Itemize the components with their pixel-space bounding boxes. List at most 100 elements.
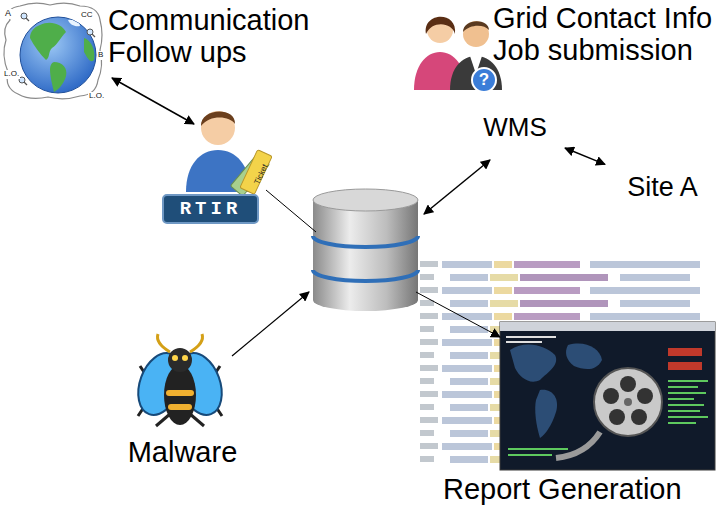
- puzzle-piece: Grid Contact Info Job submissionWMS Site …: [335, 0, 727, 235]
- flow-arrows: [266, 190, 316, 232]
- report-screenshot: [668, 416, 708, 418]
- malware-bug-icon: [172, 355, 178, 361]
- question-mark: ?: [479, 68, 489, 92]
- report-screenshot: [508, 448, 568, 450]
- malware-bug-icon: [190, 414, 204, 426]
- database-icon: [313, 270, 418, 281]
- report-screenshot: [631, 409, 647, 425]
- malware-bug-icon: [190, 334, 203, 352]
- magnifier-icon: [19, 13, 95, 85]
- database-icon: [313, 189, 418, 311]
- report-screenshot: [566, 343, 602, 369]
- report-screenshot: [668, 404, 704, 406]
- puzzle-piece: Report Generation: [410, 250, 727, 515]
- cloud-outline: [611, 153, 714, 226]
- report-screenshot: [624, 398, 632, 406]
- malware-bug-icon: [158, 334, 171, 352]
- ticket-icon: [230, 150, 272, 197]
- people-icon: [463, 21, 489, 47]
- puzzle-outline: [5, 3, 330, 312]
- report-screenshot: [620, 376, 636, 392]
- node-label: Site A: [627, 173, 698, 203]
- people-icon: [414, 17, 502, 92]
- analyst-person-icon: [201, 111, 235, 126]
- flow-arrows: [232, 292, 309, 356]
- report-screenshot: [609, 409, 625, 425]
- node-label: WMS: [483, 113, 547, 142]
- continents: [84, 38, 94, 61]
- analyst-person-icon: [201, 111, 235, 145]
- report-screenshot: [668, 380, 708, 382]
- report-screenshot: [668, 422, 696, 424]
- database-icon: [313, 189, 418, 211]
- report-screenshot: [668, 410, 700, 412]
- ticket-text: Ticket: [252, 162, 272, 186]
- report-screenshot: [508, 454, 552, 456]
- report-screenshot: [637, 388, 653, 404]
- report-screenshot: [420, 258, 720, 470]
- report-screenshot: [510, 345, 556, 382]
- globe: [20, 17, 96, 93]
- label-anchor: L.O.: [88, 84, 105, 102]
- rtir-logo: [163, 195, 258, 223]
- malware-bug-icon: [130, 334, 229, 426]
- label-anchor: RTIR: [163, 195, 258, 223]
- puzzle-outline: [410, 198, 727, 515]
- ticket-icon: [240, 150, 272, 195]
- piece-heading: Communication Follow ups: [108, 5, 326, 69]
- people-icon: [463, 21, 489, 32]
- continents: [30, 23, 66, 60]
- report-screenshot: [506, 341, 542, 343]
- report-screenshot: [500, 322, 715, 331]
- flow-arrows: [424, 160, 490, 214]
- label-anchor: ?: [472, 68, 496, 92]
- people-icon: [426, 17, 455, 34]
- report-screenshot: [603, 388, 619, 404]
- flow-arrows: [112, 78, 194, 124]
- flow-arrows: [416, 292, 500, 337]
- malware-bug-icon: [156, 414, 170, 426]
- connector-arrow: [565, 148, 605, 164]
- report-screenshot: [506, 336, 556, 338]
- cloud-outline: [471, 98, 558, 158]
- people-icon: [472, 68, 496, 92]
- report-screenshot: [668, 398, 694, 400]
- rtir-logo: [163, 195, 258, 223]
- malware-bug-icon: [168, 404, 192, 410]
- endpoint-label: L.O.: [3, 70, 20, 79]
- puzzle-piece: Communication Follow ups: [5, 3, 330, 258]
- puzzle-outline: [5, 285, 405, 512]
- puzzle-outline: [278, 0, 727, 235]
- puzzle-outline: [5, 285, 458, 512]
- puzzle-piece: Malware: [5, 285, 405, 512]
- piece-heading: Grid Contact Info Job submission: [493, 3, 721, 67]
- network-cloud-outline: [4, 3, 102, 99]
- report-screenshot: [500, 322, 715, 470]
- endpoint-label: B: [97, 51, 104, 60]
- label-anchor: L.O.: [3, 62, 20, 80]
- endpoint-label: L.O.: [88, 92, 105, 101]
- flow-arrows: [112, 78, 500, 356]
- malware-bug-icon: [166, 390, 194, 396]
- cloud-node: WMS: [465, 95, 565, 160]
- continents: [68, 20, 80, 26]
- endpoint-label: A: [4, 9, 12, 19]
- database-icon: [313, 200, 418, 300]
- piece-heading: Report Generation: [443, 474, 715, 506]
- endpoint-label: CC: [80, 11, 94, 20]
- database-icon: [313, 236, 418, 247]
- report-screenshot: [594, 368, 662, 436]
- cloud-node: Site A: [605, 150, 720, 226]
- malware-bug-icon: [168, 348, 192, 372]
- continents: [50, 62, 66, 92]
- piece-heading: Malware: [105, 437, 260, 469]
- report-screenshot: [535, 390, 557, 438]
- label-anchor: A: [4, 2, 12, 20]
- continents: [30, 20, 94, 92]
- label-anchor: B: [97, 43, 104, 61]
- database-icon: [313, 289, 418, 311]
- report-screenshot: [668, 386, 698, 388]
- label-anchor: CC: [80, 3, 94, 21]
